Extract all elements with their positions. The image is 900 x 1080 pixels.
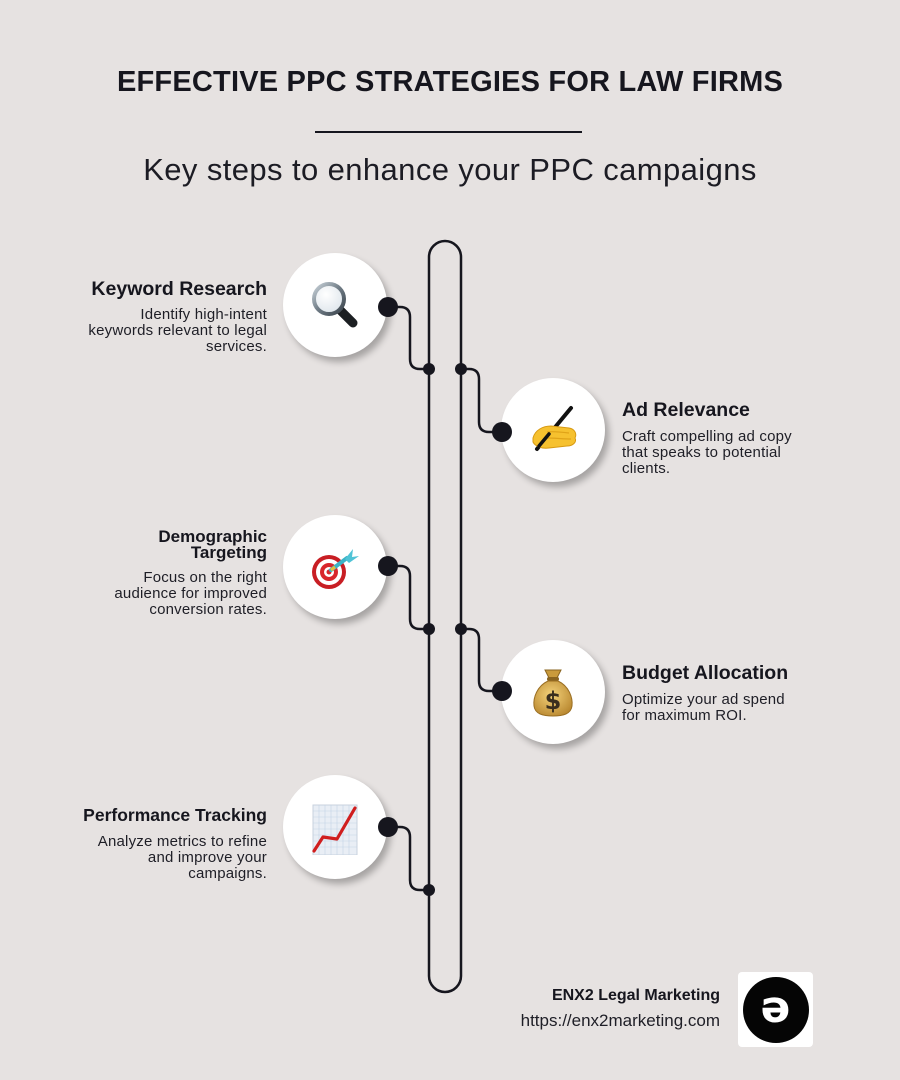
connector-4 — [461, 627, 502, 693]
step-title-demographic-targeting: Demographic Targeting — [20, 527, 267, 562]
description-line: campaigns. — [188, 865, 267, 882]
junction-dot — [423, 623, 435, 635]
step-description-budget-allocation: Optimize your ad spend for maximum ROI. — [622, 692, 882, 724]
description-line: Optimize your ad spend — [622, 691, 785, 708]
step-title-ad-relevance: Ad Relevance — [622, 399, 882, 421]
step-circle-ad-relevance — [501, 378, 605, 482]
magnifying-glass-icon — [312, 282, 358, 328]
step-circle-performance-tracking — [283, 775, 387, 879]
svg-text:$: $ — [545, 687, 562, 715]
connector-1 — [388, 305, 429, 371]
logo-glyph: ə — [760, 981, 791, 1033]
step-title-line: Budget Allocation — [622, 662, 789, 684]
writing-hand-icon — [532, 406, 577, 451]
connector-5 — [388, 825, 429, 892]
step-title-line: Ad Relevance — [622, 399, 750, 421]
step-title-budget-allocation: Budget Allocation — [622, 662, 882, 684]
connector-2 — [461, 367, 502, 434]
description-line: clients. — [622, 460, 671, 477]
junction-dot — [455, 363, 467, 375]
description-line: conversion rates. — [149, 601, 267, 618]
junction-dot — [423, 363, 435, 375]
page-subtitle: Key steps to enhance your PPC campaigns — [143, 152, 757, 187]
step-title-line: Keyword Research — [91, 278, 267, 300]
step-title-line: Demographic — [158, 527, 267, 546]
page-title: EFFECTIVE PPC STRATEGIES FOR LAW FIRMS — [116, 66, 784, 98]
description-line: for maximum ROI. — [622, 707, 747, 724]
track-loop — [427, 239, 463, 994]
money-bag-icon: $ — [533, 669, 573, 717]
step-description-performance-tracking: Analyze metrics to refine and improve yo… — [20, 834, 267, 882]
step-title-line: Performance Tracking — [83, 805, 267, 825]
description-line: Focus on the right — [143, 569, 267, 586]
logo-circle-icon: ə — [742, 976, 809, 1043]
title-divider — [315, 131, 582, 133]
direct-hit-target-icon — [312, 549, 359, 589]
company-logo: ə — [738, 972, 813, 1047]
description-line: that speaks to potential — [622, 444, 782, 461]
step-circle-demographic-targeting — [283, 515, 387, 619]
description-line: and improve your — [147, 849, 267, 866]
step-title-keyword-research: Keyword Research — [20, 278, 267, 300]
step-circle-keyword-research — [283, 253, 387, 357]
step-title-line: Targeting — [190, 543, 267, 562]
footer-website-link[interactable]: https://enx2marketing.com — [520, 1011, 720, 1030]
description-line: services. — [206, 338, 267, 355]
step-description-demographic-targeting: Focus on the right audience for improved… — [20, 570, 267, 618]
step-description-ad-relevance: Craft compelling ad copy that speaks to … — [622, 429, 882, 477]
junction-dot — [423, 884, 435, 896]
connector-3 — [388, 564, 429, 631]
step-title-performance-tracking: Performance Tracking — [20, 804, 267, 826]
description-line: keywords relevant to legal — [88, 322, 267, 339]
chart-increasing-icon — [312, 804, 358, 855]
footer-company-name: ENX2 Legal Marketing — [551, 987, 720, 1004]
description-line: Craft compelling ad copy — [622, 428, 792, 445]
description-line: Identify high-intent — [140, 306, 267, 323]
junction-dot — [455, 623, 467, 635]
step-circle-budget-allocation: $ — [501, 640, 605, 744]
step-description-keyword-research: Identify high-intent keywords relevant t… — [20, 307, 267, 355]
description-line: Analyze metrics to refine — [97, 833, 267, 850]
description-line: audience for improved — [114, 585, 267, 602]
